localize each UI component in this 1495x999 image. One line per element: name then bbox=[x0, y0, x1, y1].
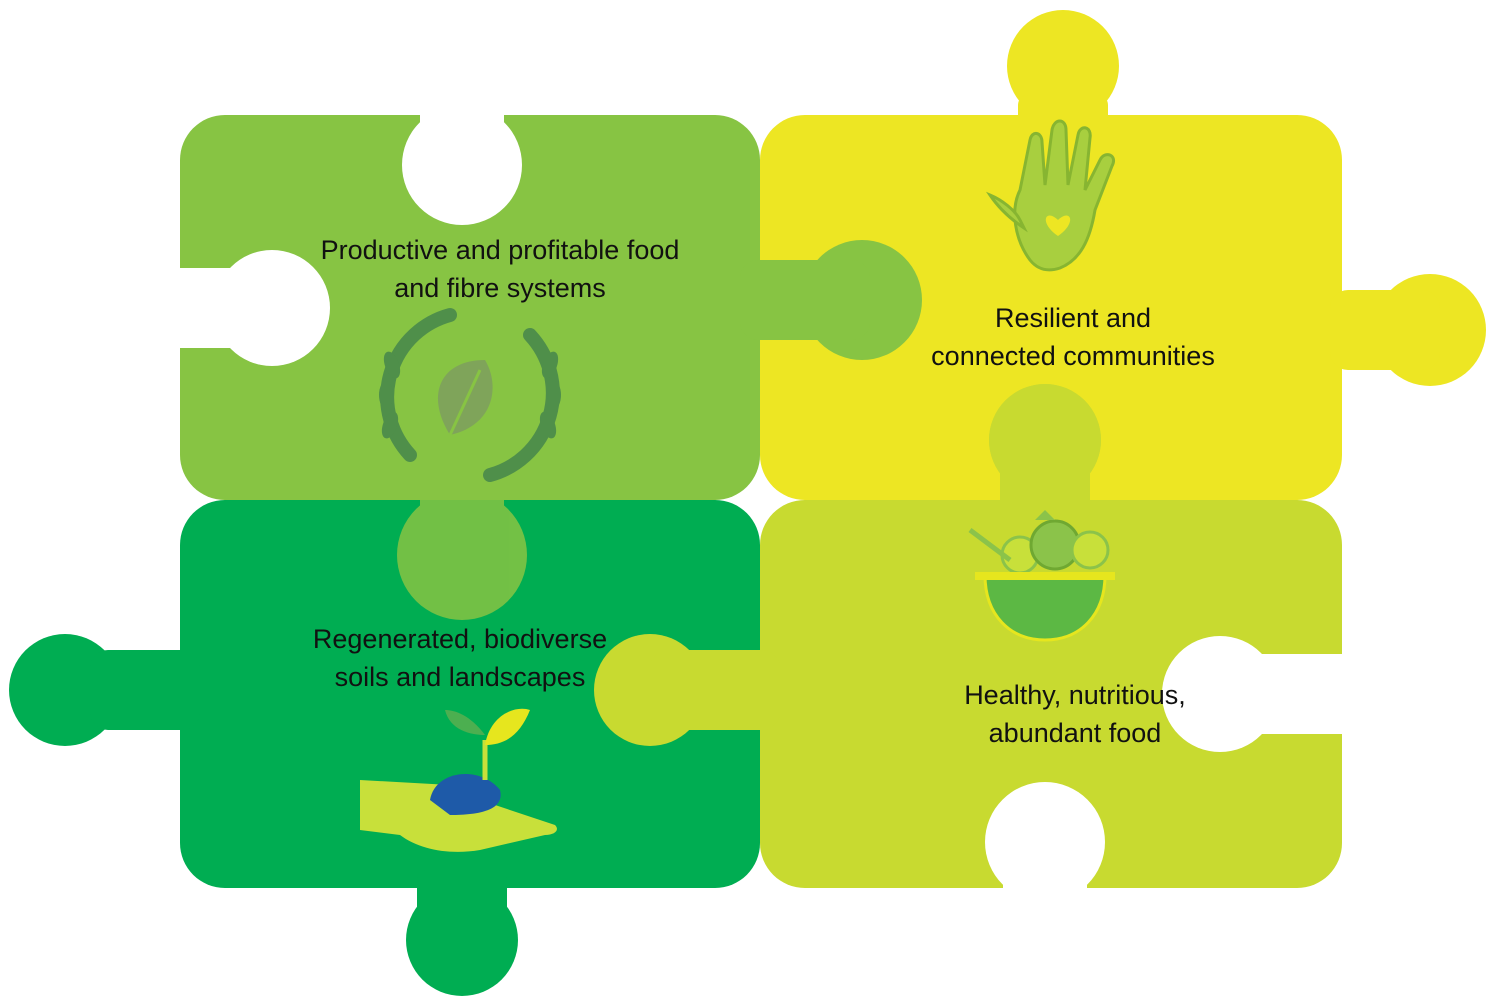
label-soils: Regenerated, biodiverse soils and landsc… bbox=[312, 624, 608, 692]
puzzle-piece-communities bbox=[760, 10, 1486, 500]
blank-cutout-healthy-food-right bbox=[1162, 636, 1278, 752]
blank-cutout-food-fibre-left-neck bbox=[170, 268, 270, 348]
label-communities: Resilient and connected communities bbox=[931, 303, 1215, 371]
knob-food-fibre-bottom bbox=[397, 490, 527, 620]
puzzle-piece-soils bbox=[9, 500, 760, 996]
vegetable-bowl-icon bbox=[968, 510, 1115, 642]
label-healthy-food: Healthy, nutritious, abundant food bbox=[964, 680, 1186, 748]
hand-with-heart-icon bbox=[986, 119, 1115, 272]
hand-holding-seedling-icon bbox=[360, 708, 557, 852]
blank-cutout-food-fibre-top-neck bbox=[420, 105, 504, 165]
knob-healthy-food-top-overlap bbox=[989, 384, 1101, 520]
knob-healthy-food-left-overlap bbox=[594, 634, 780, 746]
puzzle-piece-food-fibre bbox=[180, 115, 922, 500]
label-food-fibre: Productive and profitable food and fibre… bbox=[320, 235, 680, 303]
blank-cutout-healthy-food-right-neck bbox=[1260, 654, 1350, 734]
wheat-wreath-leaf-icon bbox=[379, 308, 561, 482]
blank-cutout-healthy-food-neck bbox=[1003, 845, 1087, 895]
